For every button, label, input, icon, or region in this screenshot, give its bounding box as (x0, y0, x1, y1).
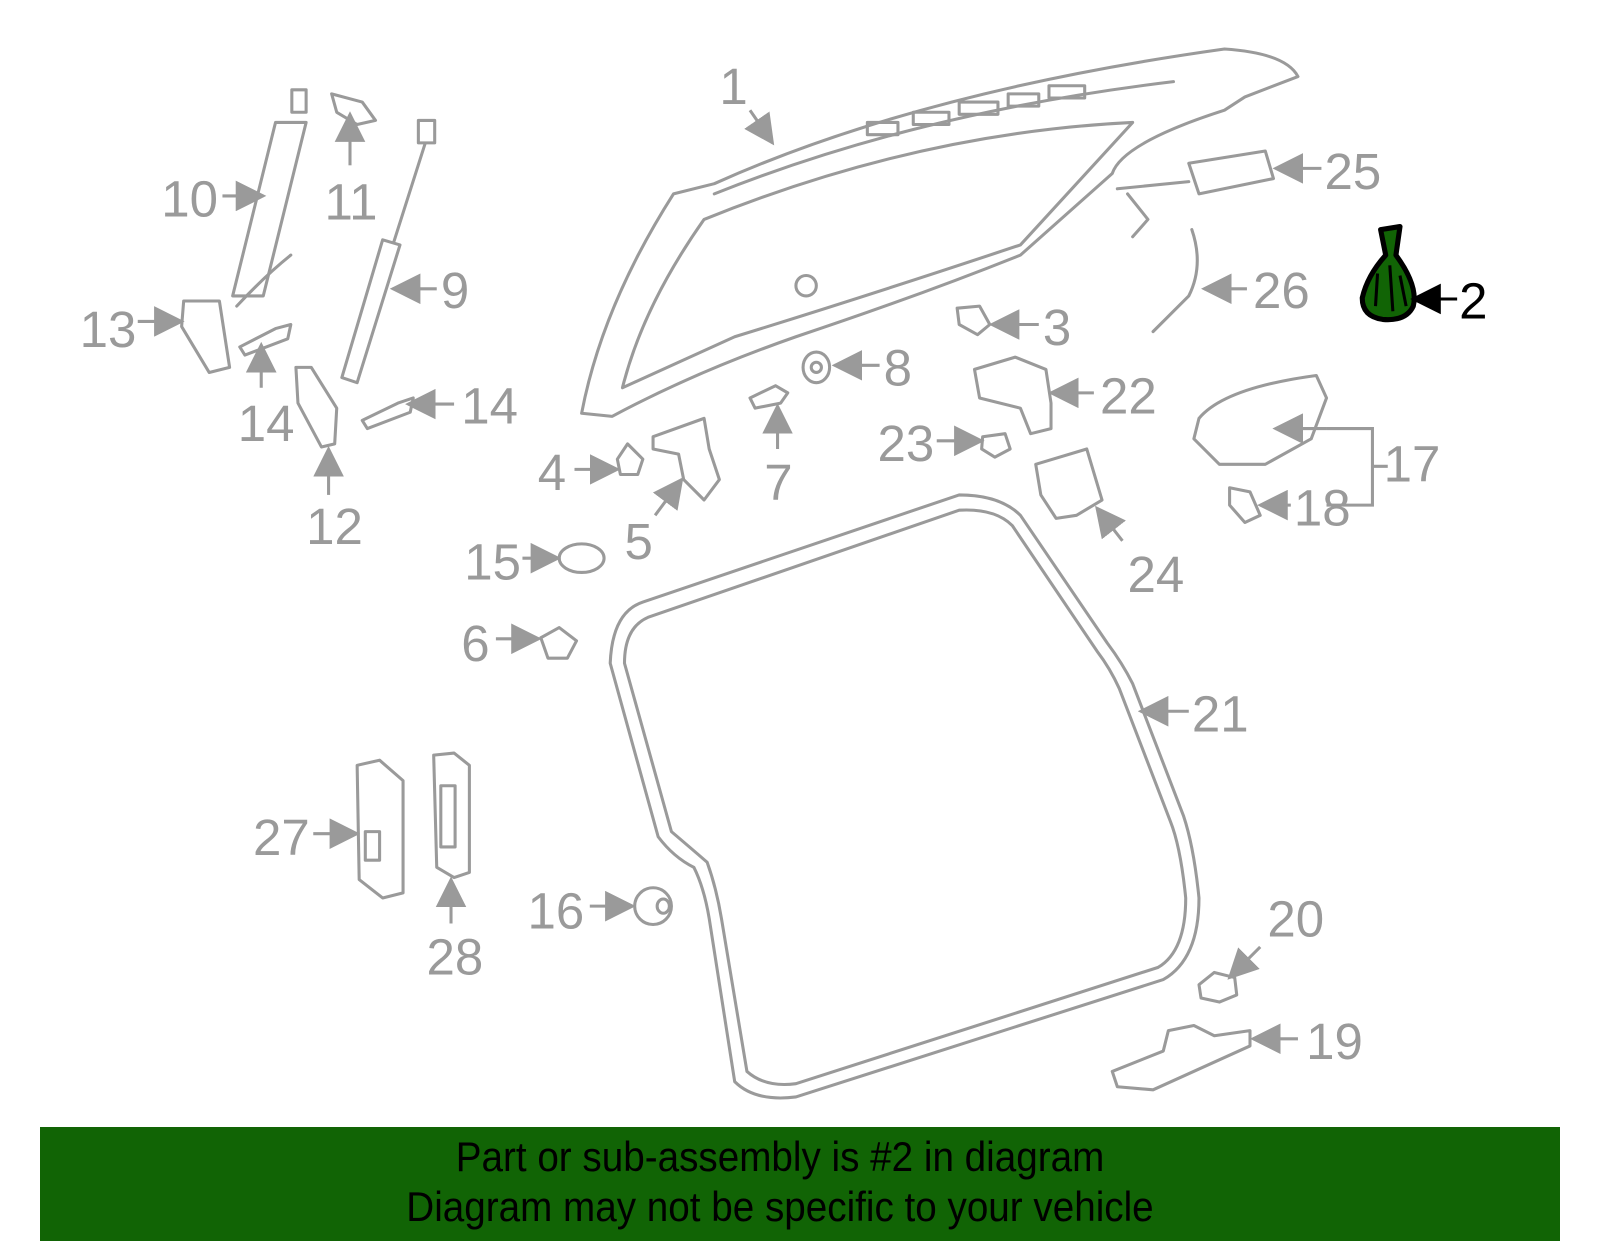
banner-line-disclaimer: Diagram may not be specific to your vehi… (406, 1183, 1154, 1230)
label-21: 21 (1192, 686, 1249, 743)
part-3-clip[interactable] (955, 304, 992, 337)
part-21-weatherstrip[interactable] (608, 493, 1201, 1100)
part-20-nut[interactable] (1197, 970, 1239, 1004)
label-26: 26 (1253, 262, 1310, 319)
label-5: 5 (624, 513, 652, 570)
label-20: 20 (1267, 891, 1324, 948)
part-15-plug[interactable] (557, 542, 606, 574)
label-22: 22 (1100, 367, 1157, 424)
part-26-rod[interactable] (1151, 228, 1199, 334)
part-7-bolt[interactable] (748, 384, 790, 410)
label-12: 12 (306, 498, 363, 555)
part-13-hinge[interactable] (180, 299, 232, 374)
part-2-highlighted[interactable] (1359, 223, 1417, 323)
label-1: 1 (719, 58, 747, 115)
part-25-switch[interactable] (1115, 149, 1276, 239)
part-17-handle[interactable] (1192, 373, 1329, 466)
label-7: 7 (764, 454, 792, 511)
part-18-switch[interactable] (1228, 486, 1262, 524)
callout-arrows (137, 109, 1458, 1055)
label-15: 15 (464, 534, 521, 591)
part-24-striker-cover[interactable] (1034, 447, 1104, 520)
part-9-strut[interactable] (340, 118, 437, 385)
part-23-nut[interactable] (980, 432, 1012, 459)
label-25: 25 (1324, 143, 1381, 200)
part-19-striker[interactable] (1110, 1023, 1252, 1092)
part-27-module[interactable] (355, 758, 405, 900)
part-14-bolt[interactable] (238, 322, 293, 357)
part-10-strut[interactable] (231, 88, 308, 308)
label-16: 16 (528, 883, 585, 940)
part-5-hinge[interactable] (651, 416, 721, 502)
label-27: 27 (253, 809, 310, 866)
label-18: 18 (1294, 480, 1351, 537)
label-6: 6 (461, 615, 489, 672)
part-14-bolt-2[interactable] (360, 396, 415, 431)
info-banner: Part or sub-assembly is #2 in diagram Di… (40, 1127, 1560, 1241)
label-4: 4 (538, 444, 566, 501)
label-14-second: 14 (461, 377, 518, 434)
part-4-bumper[interactable] (615, 442, 645, 477)
label-28: 28 (427, 929, 484, 986)
banner-line-part: Part or sub-assembly is #2 in diagram (455, 1133, 1105, 1180)
label-9: 9 (441, 262, 469, 319)
label-2[interactable]: 2 (1459, 272, 1487, 329)
part-8-grommet[interactable] (801, 350, 832, 385)
part-6-clip[interactable] (539, 626, 579, 660)
part-12-bracket[interactable] (294, 365, 339, 449)
label-14: 14 (238, 395, 295, 452)
label-19: 19 (1306, 1013, 1363, 1070)
label-11: 11 (324, 173, 377, 230)
callout-labels: 1 2 3 4 5 6 7 8 9 10 11 12 13 14 14 15 1… (80, 58, 1488, 1070)
label-3: 3 (1043, 299, 1071, 356)
label-13: 13 (80, 301, 137, 358)
label-17: 17 (1384, 436, 1441, 493)
part-1-liftgate[interactable] (580, 47, 1300, 418)
part-11-clip[interactable] (330, 92, 378, 127)
label-24: 24 (1128, 546, 1185, 603)
label-8: 8 (884, 340, 912, 397)
part-28-module[interactable] (432, 751, 471, 880)
part-22-latch[interactable] (972, 355, 1053, 436)
label-23: 23 (878, 415, 935, 472)
part-16-bumper[interactable] (633, 886, 673, 927)
label-10: 10 (161, 170, 218, 227)
